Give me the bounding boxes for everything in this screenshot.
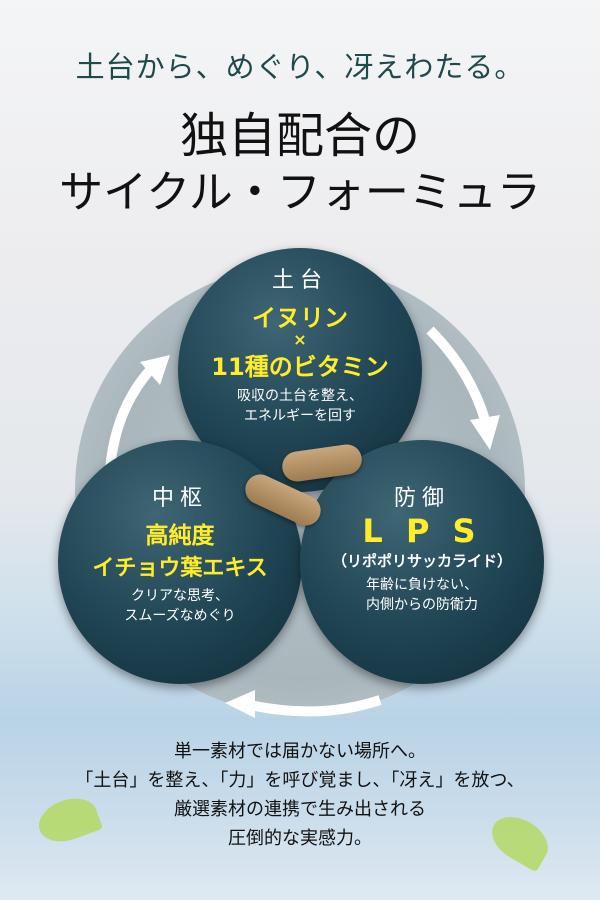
- message-line: 圧倒的な実感力。: [228, 828, 372, 849]
- circle-desc: エネルギーを回す: [244, 408, 356, 424]
- times-sign: ×: [293, 330, 307, 349]
- ingredient-name: L P S: [362, 512, 482, 550]
- ingredient-name: イヌリン: [252, 304, 348, 332]
- ingredient-name: 11種のビタミン: [211, 353, 389, 381]
- closing-message: 単一素材では届かない場所へ。 「土台」を整え、「力」を呼び覚まし、「冴え」を放つ…: [0, 737, 600, 853]
- circle-desc: 年齢に負けない、: [366, 577, 478, 593]
- title-line-1: 独自配合の: [179, 108, 420, 164]
- message-line: 「土台」を整え、「力」を呼び覚まし、「冴え」を放つ、: [75, 770, 525, 791]
- cycle-circle-defense: 防御 L P S （リポポリサッカライド） 年齢に負けない、内側からの防衛力: [300, 440, 544, 684]
- circle-desc: 吸収の土台を整え、: [237, 388, 363, 404]
- ingredient-subname: （リポポリサッカライド）: [331, 552, 512, 570]
- tagline: 土台から、めぐり、冴えわたる。: [75, 50, 525, 84]
- title-line-2: サイクル・フォーミュラ: [59, 167, 541, 218]
- circle-desc: スムーズなめぐり: [124, 608, 236, 624]
- circle-heading: 土台: [271, 268, 328, 293]
- message-line: 単一素材では届かない場所へ。: [174, 741, 426, 762]
- circle-desc: クリアな思考、: [131, 588, 229, 604]
- ingredient-name: 高純度: [145, 523, 215, 549]
- circle-heading: 中枢: [151, 486, 208, 511]
- message-line: 厳選素材の連携で生み出される: [174, 799, 426, 820]
- circle-desc: 内側からの防衛力: [366, 597, 478, 613]
- ingredient-name: イチョウ葉エキス: [92, 556, 268, 581]
- circle-heading: 防御: [393, 486, 450, 511]
